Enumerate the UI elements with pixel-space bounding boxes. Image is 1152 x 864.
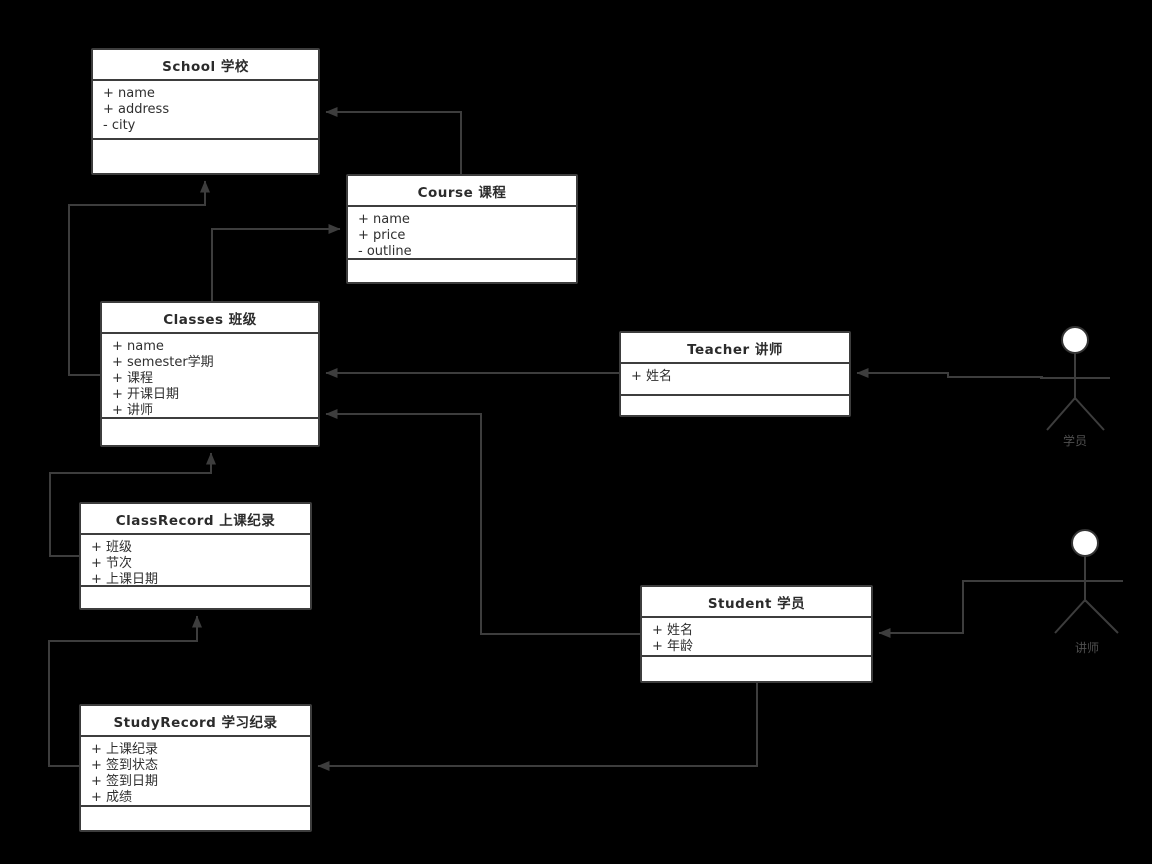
- class-methods: [93, 140, 318, 173]
- class-box-course[interactable]: Course 课程 + name+ price- outline: [346, 174, 578, 284]
- class-methods: [348, 260, 576, 282]
- actor-head: [1061, 326, 1089, 354]
- class-attribute: + 姓名: [652, 623, 694, 638]
- association-course-to-school[interactable]: [325, 107, 462, 174]
- association-classrecord-to-classes[interactable]: [49, 452, 216, 557]
- association-actor-to-teacher[interactable]: [856, 368, 1043, 378]
- actor-label-bottom: 讲师: [1074, 641, 1099, 655]
- class-attributes: + name+ price- outline: [348, 207, 576, 260]
- class-box-classrecord[interactable]: ClassRecord 上课纪录 + 班级+ 节次+ 上课日期: [79, 502, 312, 610]
- class-methods: [81, 807, 310, 830]
- class-attribute: + 课程: [112, 371, 154, 386]
- class-attribute: + 年龄: [652, 639, 694, 654]
- association-student-to-studyrecord[interactable]: [317, 683, 758, 771]
- class-attributes: + name+ semester学期+ 课程+ 开课日期+ 讲师: [102, 334, 318, 419]
- class-attribute: + 上课纪录: [91, 742, 159, 757]
- class-attribute: + 上课日期: [91, 572, 159, 587]
- association-student-to-classes[interactable]: [325, 409, 640, 635]
- association-classes-to-course[interactable]: [211, 224, 341, 301]
- class-title: ClassRecord 上课纪录: [81, 504, 310, 535]
- class-attribute: + name: [358, 212, 410, 227]
- class-methods: [81, 587, 310, 608]
- class-title: Classes 班级: [102, 303, 318, 334]
- class-attributes: + name+ address- city: [93, 81, 318, 140]
- class-box-student[interactable]: Student 学员 + 姓名+ 年龄: [640, 585, 873, 683]
- class-title: Teacher 讲师: [621, 333, 849, 364]
- class-attributes: + 上课纪录+ 签到状态+ 签到日期+ 成绩: [81, 737, 310, 807]
- class-attribute: + name: [112, 339, 164, 354]
- class-attribute: + 签到状态: [91, 758, 159, 773]
- class-methods: [102, 419, 318, 445]
- class-box-school[interactable]: School 学校 + name+ address- city: [91, 48, 320, 175]
- class-title: StudyRecord 学习纪录: [81, 706, 310, 737]
- class-attribute: + 签到日期: [91, 774, 159, 789]
- class-methods: [621, 396, 849, 415]
- class-attributes: + 姓名: [621, 364, 849, 396]
- association-studyrecord-to-classrecord[interactable]: [48, 615, 202, 767]
- actor-figure-top[interactable]: [1040, 326, 1110, 431]
- association-actor-to-student[interactable]: [878, 580, 1085, 638]
- class-attribute: + price: [358, 228, 406, 243]
- actor-figure-bottom[interactable]: [1047, 529, 1123, 634]
- class-box-studyrecord[interactable]: StudyRecord 学习纪录 + 上课纪录+ 签到状态+ 签到日期+ 成绩: [79, 704, 312, 832]
- class-attribute: + semester学期: [112, 355, 214, 370]
- class-attributes: + 姓名+ 年龄: [642, 618, 871, 657]
- association-classes-to-school[interactable]: [68, 180, 210, 376]
- class-attribute: - outline: [358, 244, 412, 259]
- class-box-classes[interactable]: Classes 班级 + name+ semester学期+ 课程+ 开课日期+…: [100, 301, 320, 447]
- class-attribute: + 开课日期: [112, 387, 180, 402]
- class-attribute: + 姓名: [631, 369, 673, 384]
- class-attribute: + address: [103, 102, 170, 117]
- class-attribute: + 成绩: [91, 790, 133, 805]
- class-attribute: - city: [103, 118, 136, 133]
- class-attribute: + 讲师: [112, 403, 154, 418]
- class-attribute: + name: [103, 86, 155, 101]
- actor-head: [1071, 529, 1099, 557]
- class-attribute: + 班级: [91, 540, 133, 555]
- class-title: Student 学员: [642, 587, 871, 618]
- class-box-teacher[interactable]: Teacher 讲师 + 姓名: [619, 331, 851, 417]
- class-attributes: + 班级+ 节次+ 上课日期: [81, 535, 310, 587]
- class-methods: [642, 657, 871, 681]
- actor-label-top: 学员: [1062, 434, 1087, 448]
- class-attribute: + 节次: [91, 556, 133, 571]
- class-title: School 学校: [93, 50, 318, 81]
- class-title: Course 课程: [348, 176, 576, 207]
